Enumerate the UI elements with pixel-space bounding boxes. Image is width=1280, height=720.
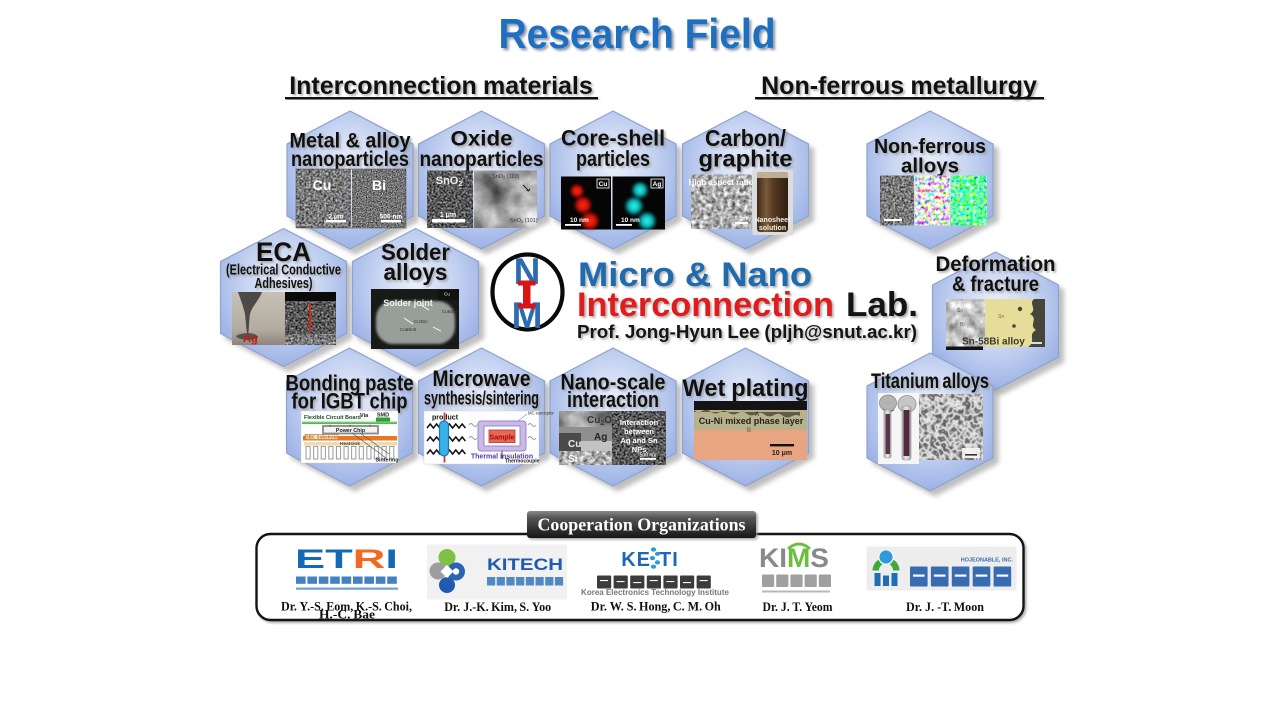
- svg-text:SnO2 (101): SnO2 (101): [510, 218, 538, 224]
- svg-text:Dr. J.-K. Kim, S. Yoo: Dr. J.-K. Kim, S. Yoo: [444, 599, 551, 614]
- svg-text:SnO2 (110): SnO2 (110): [492, 174, 519, 180]
- svg-text:Dr. J. -T. Moon: Dr. J. -T. Moon: [906, 599, 985, 614]
- svg-text:KITECH: KITECH: [487, 555, 563, 574]
- svg-text:interaction: interaction: [567, 387, 659, 412]
- svg-text:Ag: Ag: [243, 333, 258, 345]
- svg-text:10 nm: 10 nm: [570, 217, 589, 224]
- svg-text:High aspect ratio: High aspect ratio: [689, 178, 754, 187]
- svg-text:Sn: Sn: [998, 314, 1004, 320]
- svg-text:Interconnection: Interconnection: [577, 286, 834, 324]
- svg-text:Via: Via: [360, 413, 369, 419]
- svg-text:between: between: [624, 427, 654, 436]
- svg-text:Cu3Sn: Cu3Sn: [414, 319, 428, 324]
- svg-text:Power Chip: Power Chip: [336, 428, 366, 434]
- svg-text:Sn: Sn: [957, 308, 963, 314]
- svg-text:B: B: [747, 428, 751, 434]
- svg-text:Solder joint: Solder joint: [383, 298, 433, 308]
- svg-text:Dr. Y.-S. Eom, K.-S. Choi,: Dr. Y.-S. Eom, K.-S. Choi,: [281, 599, 412, 614]
- svg-text:Ag: Ag: [594, 432, 607, 443]
- svg-text:Korea Electronics Technology I: Korea Electronics Technology Institute: [581, 588, 729, 597]
- svg-text:SnO2: SnO2: [436, 175, 463, 188]
- svg-text:Bi: Bi: [372, 177, 386, 193]
- svg-text:KE: KE: [621, 549, 651, 571]
- svg-text:Nano-scale: Nano-scale: [561, 370, 666, 395]
- svg-text:Prof. Jong-Hyun Lee (pljh@snut: Prof. Jong-Hyun Lee (pljh@snut.ac.kr): [577, 322, 917, 342]
- svg-text:Si: Si: [568, 454, 578, 465]
- svg-text:Dr. W. S. Hong, C. M. Oh: Dr. W. S. Hong, C. M. Oh: [591, 599, 722, 614]
- svg-text:TI: TI: [659, 549, 679, 571]
- svg-text:alloys: alloys: [384, 259, 448, 285]
- svg-text:Cooperation Organizations: Cooperation Organizations: [538, 515, 746, 535]
- svg-text:(Electrical Conductive: (Electrical Conductive: [226, 263, 341, 279]
- svg-text:1 μm: 1 μm: [440, 212, 456, 219]
- svg-text:Dr. J. T. Yeom: Dr. J. T. Yeom: [763, 599, 833, 614]
- svg-text:Cu: Cu: [444, 292, 450, 297]
- svg-text:A: A: [755, 412, 759, 418]
- svg-text:KIMS: KIMS: [759, 543, 829, 573]
- svg-text:Micro & Nano: Micro & Nano: [578, 256, 812, 294]
- svg-text:& fracture: & fracture: [952, 272, 1039, 296]
- svg-text:SMD: SMD: [377, 413, 389, 419]
- svg-text:500 nm: 500 nm: [380, 214, 403, 221]
- svg-text:Cu: Cu: [568, 439, 581, 450]
- svg-text:Cu: Cu: [599, 181, 608, 188]
- svg-text:graphite: graphite: [699, 146, 793, 172]
- svg-text:Bi: Bi: [960, 322, 964, 328]
- svg-text:Interaction: Interaction: [620, 418, 659, 427]
- svg-text:Titanium alloys: Titanium alloys: [871, 370, 989, 393]
- svg-text:Flexible Circuit Board: Flexible Circuit Board: [304, 415, 361, 421]
- svg-text:synthesis/sintering: synthesis/sintering: [424, 389, 539, 410]
- svg-text:nanoparticles: nanoparticles: [291, 148, 409, 171]
- svg-text:2 μm: 2 μm: [328, 214, 343, 221]
- svg-text:Non-ferrous metallurgy: Non-ferrous metallurgy: [761, 72, 1037, 100]
- svg-text:Ag: Ag: [653, 181, 662, 188]
- svg-text:solution: solution: [759, 225, 786, 232]
- svg-text:Carbon/: Carbon/: [705, 125, 787, 151]
- svg-text:Lab.: Lab.: [846, 286, 918, 324]
- svg-text:HOJEONABLE, INC.: HOJEONABLE, INC.: [961, 558, 1014, 564]
- svg-text:DBC Substrate: DBC Substrate: [305, 435, 338, 440]
- svg-text:Microwave: Microwave: [433, 366, 531, 391]
- svg-text:500 nm: 500 nm: [640, 453, 657, 459]
- svg-text:Core-shell: Core-shell: [561, 126, 665, 151]
- svg-text:Ag and Sn: Ag and Sn: [620, 436, 658, 445]
- svg-text:MC susceptor: MC susceptor: [528, 411, 554, 416]
- svg-text:Research Field: Research Field: [499, 10, 776, 57]
- svg-text:Sintering: Sintering: [376, 458, 399, 464]
- svg-text:Metal & alloy: Metal & alloy: [290, 130, 411, 153]
- svg-text:Heatsink: Heatsink: [340, 441, 360, 447]
- svg-text:Cu2O: Cu2O: [587, 415, 612, 427]
- svg-text:Solder: Solder: [381, 239, 450, 265]
- svg-text:10 nm: 10 nm: [621, 217, 640, 224]
- svg-text:10 μm: 10 μm: [772, 450, 792, 457]
- svg-text:ECA: ECA: [256, 237, 311, 267]
- svg-text:Cu6Sn5: Cu6Sn5: [400, 327, 417, 332]
- svg-text:5 μm: 5 μm: [735, 216, 748, 222]
- svg-text:H.-C. Bae: H.-C. Bae: [319, 607, 375, 622]
- svg-text:Cu: Cu: [313, 177, 332, 193]
- svg-text:Cu-Ni mixed phase layer: Cu-Ni mixed phase layer: [699, 416, 804, 426]
- svg-text:Sn-58Bi alloy: Sn-58Bi alloy: [962, 337, 1025, 348]
- svg-text:alloys: alloys: [901, 155, 959, 178]
- svg-text:Interconnection materials: Interconnection materials: [289, 72, 593, 100]
- svg-text:for IGBT chip: for IGBT chip: [292, 389, 408, 414]
- svg-text:Adhesives): Adhesives): [255, 276, 313, 292]
- svg-text:Non-ferrous: Non-ferrous: [874, 135, 986, 158]
- svg-text:Sample: Sample: [490, 435, 515, 442]
- svg-text:Cu6Sn5: Cu6Sn5: [442, 309, 459, 314]
- svg-text:particles: particles: [576, 146, 650, 171]
- svg-text:Bonding paste: Bonding paste: [286, 371, 414, 396]
- svg-text:Thermocouple: Thermocouple: [505, 459, 540, 465]
- svg-text:Deformation: Deformation: [936, 252, 1056, 276]
- svg-text:Oxide: Oxide: [451, 127, 513, 151]
- svg-text:Wet plating: Wet plating: [683, 375, 809, 402]
- svg-text:NPs: NPs: [632, 445, 647, 454]
- svg-text:nanoparticles: nanoparticles: [420, 147, 544, 171]
- svg-text:Nanosheet: Nanosheet: [755, 217, 791, 224]
